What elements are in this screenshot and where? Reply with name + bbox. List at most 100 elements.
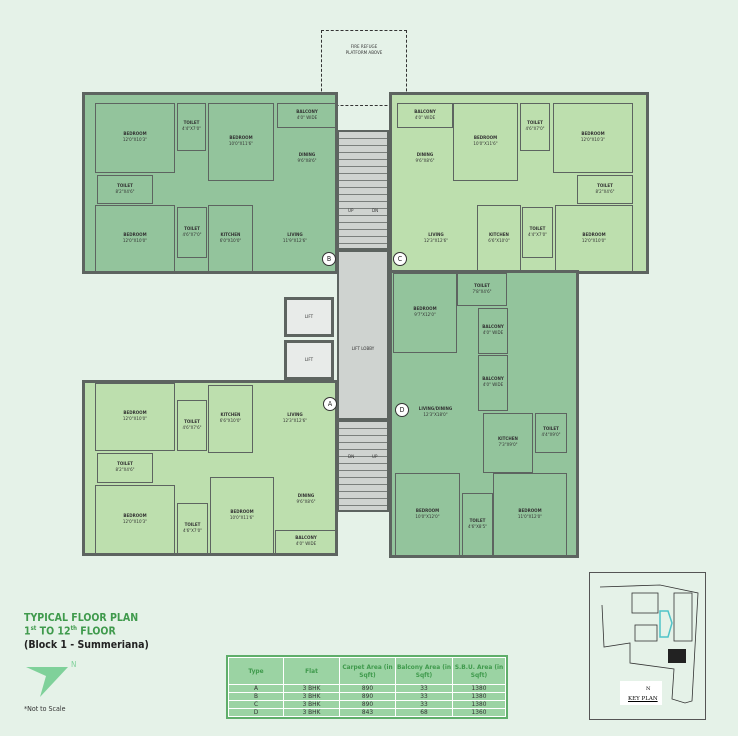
col-flat: Flat (283, 657, 340, 685)
room-name: TOILET (117, 183, 133, 189)
unit-tag-d: D (395, 403, 409, 417)
room-dimensions: 8'2"X4'6" (595, 189, 615, 195)
room-name: TOILET (527, 121, 543, 126)
floors-from: 1 (24, 625, 31, 638)
block-name: (Block 1 - Summeriana) (24, 639, 149, 651)
room-name: LIVING (287, 413, 303, 418)
room-name: TOILET (184, 226, 200, 232)
room-dimensions: 4'4"X7'0" (527, 232, 548, 238)
room-name: BEDROOM (123, 513, 147, 519)
col-balcony-area: Balcony Area (in Sqft) (395, 657, 453, 685)
stair-dn-label: DN (372, 209, 379, 214)
floors-word: FLOOR (77, 625, 116, 638)
plan-floors: 1st TO 12th FLOOR (24, 625, 116, 638)
stair-up-label: UP (348, 209, 354, 214)
plan-title: TYPICAL FLOOR PLAN (24, 612, 139, 624)
key-plan: N KEY PLAN (589, 572, 706, 720)
room-name: BEDROOM (123, 411, 147, 416)
lift-2: LIFT (284, 340, 334, 380)
fire-refuge-platform: FIRE REFUGE PLATFORM ABOVE (321, 30, 407, 106)
room-dimensions: 11'0"X12'0" (517, 515, 543, 520)
room-dimensions: 4'0" WIDE (414, 115, 436, 121)
room-name: TOILET (529, 226, 546, 232)
room-name: TOILET (543, 427, 559, 432)
room-dimensions: 8'2"X4'6" (115, 468, 135, 473)
room-dimensions: 4'4"X9'0" (541, 433, 561, 438)
room-name: BEDROOM (123, 132, 147, 137)
room-dimensions: 7'3"X9'0" (498, 443, 518, 448)
room-dimensions: 12'0"X10'0" (122, 239, 148, 244)
room-dimensions: 4'6"X7'0" (182, 232, 202, 238)
room-name: KITCHEN (220, 233, 241, 238)
room-name: KITCHEN (489, 233, 509, 238)
room-name: LIVING (287, 233, 303, 238)
room-name: TOILET (184, 522, 201, 528)
unit-d (389, 270, 579, 558)
room-dimensions: 10'0"X11'6" (228, 142, 254, 147)
unit-b (82, 92, 338, 274)
room-name: BEDROOM (415, 509, 440, 514)
north-arrow-icon (26, 667, 68, 697)
room-name: BALCONY (296, 109, 318, 115)
col-carpet-area: Carpet Area (in Sqft) (339, 657, 396, 685)
room-dimensions: 8'2"X4'6" (115, 189, 135, 195)
room-name: TOILET (597, 183, 613, 189)
staircase-top (337, 130, 389, 250)
table-cell: 68 (395, 708, 453, 717)
room-name: TOILET (183, 121, 200, 126)
room-dimensions: 12'3"X12'6" (423, 239, 449, 244)
room-dimensions: 12'0"X10'3" (580, 138, 606, 143)
fire-refuge-label: FIRE REFUGE PLATFORM ABOVE (345, 45, 383, 56)
room-name: DINING (416, 153, 434, 158)
table-cell: 1360 (452, 708, 506, 717)
room-dimensions: 7'8"X4'6" (472, 289, 492, 295)
unit-tag-a: A (323, 397, 337, 411)
key-plan-site-icon (599, 584, 699, 705)
room-name: BALCONY (414, 109, 436, 115)
col-sbu-area: S.B.U. Area (in Sqft) (452, 657, 506, 685)
stair-up-label-bottom: UP (372, 455, 378, 460)
room-name: BEDROOM (473, 136, 498, 141)
room-dimensions: 4'6"X8'5" (467, 525, 488, 530)
lift-1: LIFT (284, 297, 334, 337)
room-dimensions: 12'0"X10'3" (122, 138, 148, 143)
col-type: Type (228, 657, 284, 685)
room-dimensions: 4'6"X7'0" (525, 127, 545, 132)
table-cell: 843 (339, 708, 396, 717)
room-dimensions: 12'0"X10'3" (122, 519, 148, 525)
room-name: BEDROOM (413, 307, 437, 312)
room-name: KITCHEN (498, 437, 518, 442)
room-name: TOILET (117, 462, 133, 467)
room-dimensions: 6'0"X10'0" (219, 239, 242, 244)
room-name: TOILET (184, 419, 200, 425)
room-dimensions: 9'6"X8'6" (296, 500, 316, 505)
floors-to: TO 12 (36, 625, 71, 638)
room-dimensions: 9'7"X12'0" (414, 313, 436, 318)
lift-lobby: LIFT LOBBY (337, 250, 389, 420)
table-cell: D (228, 708, 284, 717)
scale-note: *Not to Scale (24, 705, 66, 713)
unit-tag-b: B (322, 252, 336, 266)
staircase-bottom (337, 420, 389, 512)
